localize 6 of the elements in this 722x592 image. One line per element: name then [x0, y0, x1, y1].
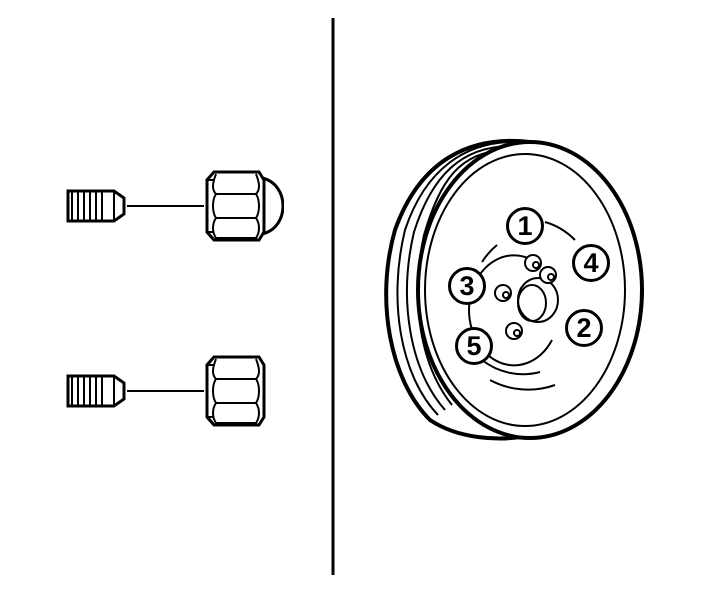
acorn-lug-nut-drawing: [204, 170, 284, 242]
wheel-stud-drawing: [66, 373, 127, 409]
wheel-stud-drawing: [66, 188, 127, 224]
connector-line: [127, 390, 204, 392]
connector-line: [127, 205, 204, 207]
lug-nut-drawing: [204, 355, 266, 427]
